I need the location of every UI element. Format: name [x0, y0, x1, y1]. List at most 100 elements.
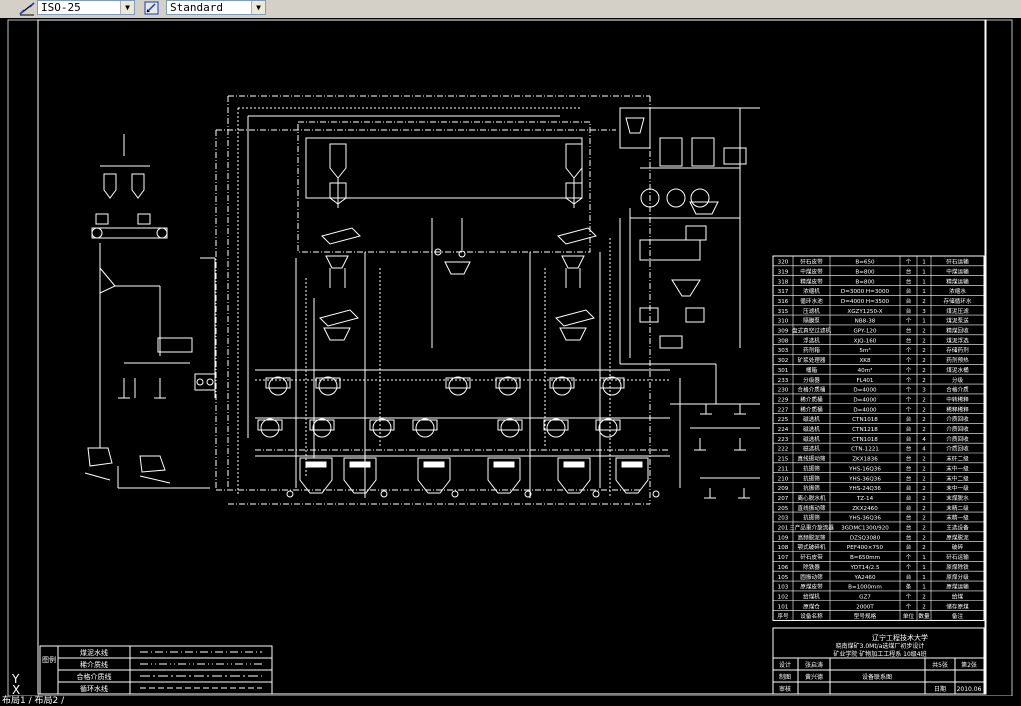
table-cell-name: 分级器 — [803, 376, 820, 384]
date-label: 日期 — [934, 685, 946, 693]
sheet-number: 第2张 — [961, 661, 977, 669]
table-cell-no: 318 — [778, 279, 789, 285]
table-cell-name: 磁选机 — [803, 445, 820, 453]
dimension-style-select[interactable]: ISO-25 ▼ — [37, 0, 135, 15]
table-cell-qty: 2 — [922, 368, 926, 374]
table-cell-unit: 台 — [906, 425, 912, 433]
table-cell-qty: 2 — [922, 457, 926, 463]
legend: 图例 煤泥水线 稀介质线 合格介质线 循环水线 — [39, 645, 273, 695]
table-cell-note: 末中一级 — [946, 484, 969, 492]
table-cell-spec: YHS-24Q36 — [848, 486, 881, 492]
table-cell-unit: 条 — [906, 583, 912, 591]
table-cell-spec: D=4000 — [853, 397, 877, 403]
table-cell-no: 301 — [778, 368, 789, 374]
table-cell-unit: 台 — [906, 464, 912, 472]
text-style-select[interactable]: Standard ▼ — [166, 0, 266, 15]
table-cell-name: 中煤皮带 — [800, 267, 823, 275]
table-cell-no: 106 — [778, 565, 789, 571]
dimension-style-icon[interactable] — [18, 0, 36, 17]
table-cell-qty: 2 — [922, 506, 926, 512]
table-cell-no: 序号 — [777, 612, 789, 620]
table-cell-unit: 个 — [906, 377, 912, 384]
chevron-down-icon[interactable]: ▼ — [120, 1, 134, 14]
table-cell-note: 介质回收 — [946, 425, 969, 433]
table-cell-no: 315 — [778, 309, 789, 315]
table-cell-spec: PEF400×750 — [847, 545, 884, 551]
table-cell-name: 三产品重介旋流器 — [789, 524, 834, 532]
table-cell-unit: 个 — [906, 357, 912, 364]
table-cell-unit: 台 — [906, 484, 912, 492]
table-cell-spec: 型号规格 — [854, 612, 877, 620]
table-cell-unit: 台 — [906, 267, 912, 275]
flow-diagram — [84, 95, 760, 505]
table-cell-qty: 2 — [922, 476, 926, 482]
table-cell-no: 108 — [778, 545, 789, 551]
toolbar: ISO-25 ▼ Standard ▼ — [0, 0, 1021, 19]
table-cell-no: 201 — [778, 526, 789, 532]
layout-tab-label[interactable]: 布局1 / 布局2 / — [2, 696, 65, 706]
table-cell-spec: B=800 — [855, 279, 875, 285]
table-cell-no: 210 — [778, 476, 789, 482]
table-cell-qty: 2 — [922, 545, 926, 551]
table-cell-name: 原煤皮带 — [800, 583, 823, 591]
table-cell-no: 215 — [778, 457, 789, 463]
table-cell-note: 中煤运输 — [946, 267, 969, 275]
reviewer-label: 审核 — [779, 685, 791, 693]
table-cell-no: 225 — [778, 417, 789, 423]
table-cell-spec: D=4000 H=3500 — [841, 299, 890, 305]
table-cell-note: 储存原煤 — [946, 602, 969, 610]
table-cell-note: 原煤运输 — [946, 583, 969, 591]
table-cell-qty: 1 — [922, 269, 926, 275]
table-cell-no: 227 — [778, 407, 789, 413]
text-style-icon[interactable] — [143, 0, 161, 17]
table-cell-name: 稀介质桶 — [800, 405, 823, 413]
table-header-row: 序号设备名称型号规格单位数量备注 — [777, 612, 963, 620]
table-cell-no: 316 — [778, 299, 789, 305]
table-cell-unit: 单位 — [903, 612, 915, 620]
dimension-style-value: ISO-25 — [41, 1, 81, 14]
table-cell-spec: 40m³ — [858, 367, 873, 374]
total-sheets: 共5张 — [932, 661, 948, 669]
table-cell-qty: 2 — [922, 535, 926, 541]
table-cell-qty: 1 — [922, 575, 926, 581]
table-cell-unit: 台 — [906, 287, 912, 295]
table-cell-note: 介质回收 — [946, 415, 969, 423]
table-cell-note: 备注 — [952, 612, 964, 620]
table-cell-note: 介质回收 — [946, 435, 969, 443]
table-cell-name: 精煤皮带 — [800, 277, 823, 285]
table-cell-no: 317 — [778, 289, 789, 295]
chevron-down-icon[interactable]: ▼ — [251, 1, 265, 14]
table-cell-note: 分级 — [952, 376, 964, 384]
table-cell-qty: 2 — [922, 594, 926, 600]
table-cell-qty: 2 — [922, 299, 926, 305]
table-cell-qty: 数量 — [918, 612, 930, 620]
table-cell-note: 存储药剂 — [946, 346, 969, 354]
table-cell-spec: B=650mm — [850, 555, 880, 561]
designer-label: 设计 — [779, 661, 791, 669]
table-cell-qty: 2 — [922, 329, 926, 335]
table-cell-unit: 台 — [906, 494, 912, 502]
drawing-name: 设备联系图 — [862, 673, 892, 681]
table-cell-qty: 1 — [922, 565, 926, 571]
table-cell-note: 末精二级 — [946, 504, 969, 512]
table-cell-unit: 台 — [906, 336, 912, 344]
table-cell-qty: 2 — [922, 604, 926, 610]
table-cell-unit: 个 — [906, 387, 912, 394]
table-cell-unit: 个 — [906, 564, 912, 571]
table-cell-spec: YHS-36Q36 — [848, 516, 881, 522]
layout-tabs[interactable]: 布局1 / 布局2 / — [0, 696, 1021, 706]
table-cell-qty: 2 — [922, 466, 926, 472]
table-cell-spec: ZKX1836 — [852, 457, 878, 463]
